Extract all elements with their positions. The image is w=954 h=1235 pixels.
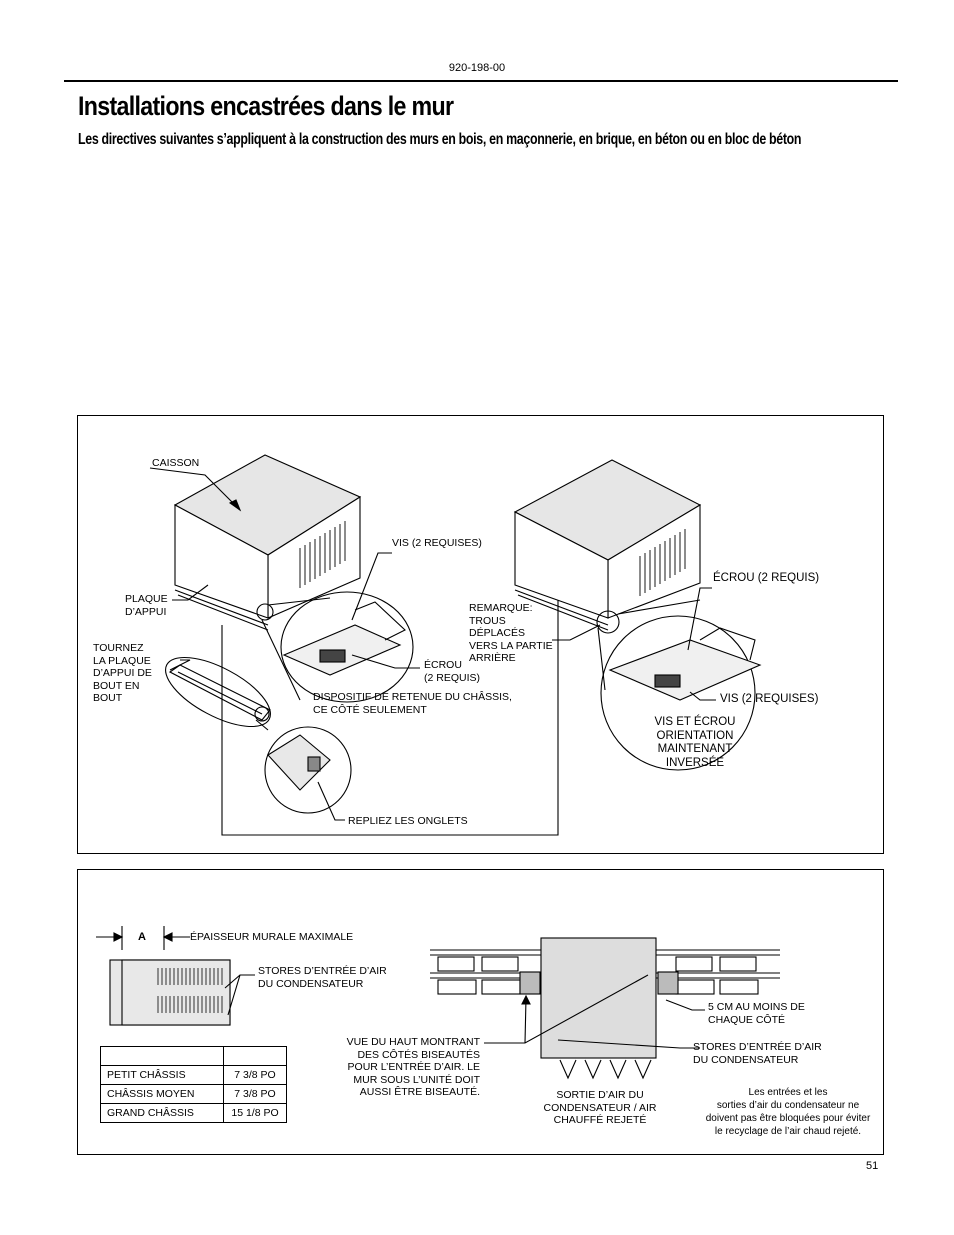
label-stores-right: STORES D’ENTRÉE D’AIR DU CONDENSATEUR [693, 1041, 822, 1066]
zoom-detail-left [282, 601, 406, 676]
zoom-detail-right [608, 627, 762, 701]
table-cell: PETIT CHÂSSIS [100, 1065, 224, 1085]
table-row: CHÂSSIS MOYEN 7 3/8 PO [100, 1084, 287, 1104]
side-unit-drawing [109, 959, 231, 1026]
page-number: 51 [866, 1160, 879, 1172]
figure-mounting-box [77, 415, 884, 854]
label-repliez: REPLIEZ LES ONGLETS [348, 815, 468, 827]
table-cell: CHÂSSIS MOYEN [100, 1084, 224, 1104]
table-cell: 7 3/8 PO [223, 1065, 287, 1085]
table-row: GRAND CHÂSSIS 15 1/8 PO [100, 1103, 287, 1123]
label-sortie: SORTIE D’AIR DU CONDENSATEUR / AIR CHAUF… [543, 1089, 657, 1126]
label-vis-ecrou-orientation: VIS ET ÉCROU ORIENTATION MAINTENANT INVE… [654, 716, 736, 769]
label-cinq-cm: 5 CM AU MOINS DE CHAQUE CÔTÉ [708, 1001, 805, 1026]
label-remarque: REMARQUE: TROUS DÉPLACÉS VERS LA PARTIE … [469, 602, 553, 664]
figure-wall-box [77, 869, 884, 1155]
label-ecrou-left: ÉCROU (2 REQUIS) [424, 659, 481, 684]
label-dimension-a: A [138, 931, 146, 943]
right-cabinet-drawing [513, 459, 702, 631]
page-subtitle: Les directives suivantes s’appliquent à … [78, 131, 802, 148]
table-cell: GRAND CHÂSSIS [100, 1103, 224, 1123]
table-header-row [100, 1046, 287, 1066]
label-epaisseur: ÉPAISSEUR MURALE MAXIMALE [190, 931, 354, 943]
label-plaque-appui: PLAQUE D’APPUI [125, 593, 168, 618]
top-view-wall-drawing [430, 937, 780, 1080]
label-tournez: TOURNEZ LA PLAQUE D’APPUI DE BOUT EN BOU… [93, 642, 152, 704]
document-number: 920-198-00 [448, 62, 506, 74]
wall-thickness-table: PETIT CHÂSSIS 7 3/8 PO CHÂSSIS MOYEN 7 3… [100, 1046, 287, 1123]
note-condenser: Les entrées et les sorties d’air du cond… [705, 1087, 871, 1137]
label-caisson: CAISSON [152, 457, 200, 469]
header-rule [64, 80, 898, 82]
label-dispositif: DISPOSITIF DE RETENUE DU CHÂSSIS, CE CÔT… [313, 691, 512, 716]
page-title: Installations encastrées dans le mur [78, 91, 454, 121]
label-vis-right: VIS (2 REQUISES) [720, 693, 819, 705]
label-vis-left: VIS (2 REQUISES) [392, 537, 482, 549]
label-ecrou-right: ÉCROU (2 REQUIS) [713, 572, 820, 584]
label-vue-haut: VUE DU HAUT MONTRANT DES CÔTÉS BISEAUTÉS… [346, 1036, 480, 1098]
table-cell: 15 1/8 PO [223, 1103, 287, 1123]
tab-detail [267, 734, 331, 791]
label-stores-left: STORES D’ENTRÉE D’AIR DU CONDENSATEUR [258, 965, 387, 990]
table-row: PETIT CHÂSSIS 7 3/8 PO [100, 1065, 287, 1085]
left-cabinet-drawing [149, 454, 362, 631]
table-cell: 7 3/8 PO [223, 1084, 287, 1104]
